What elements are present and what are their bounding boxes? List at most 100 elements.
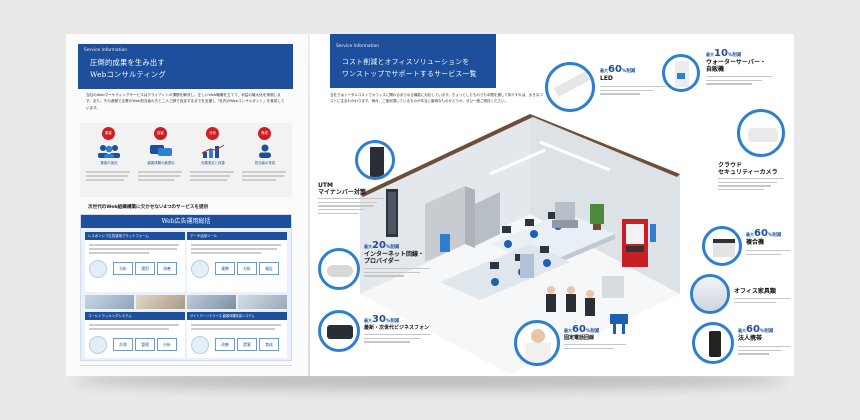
service-tag: 計測 xyxy=(113,338,133,351)
callout-saving: 最大20%削減 xyxy=(364,240,400,251)
callout-fixed-line: 最大60%削減 固定電話回線 xyxy=(564,324,634,370)
callout-title: 最新・次世代ビジネスフォン xyxy=(364,325,430,331)
service-tag: 連携 xyxy=(215,262,235,275)
page-spine xyxy=(308,34,310,376)
callout-mobile: 最大60%削減 法人携帯 xyxy=(738,324,794,372)
brochure-spread: Service Information 圧倒的成果を生み出す Webコンサルティ… xyxy=(66,34,794,376)
services-panel-title-bar: Web広告運用総括 xyxy=(81,215,291,228)
services-panel-title: Web広告運用総括 xyxy=(161,218,211,225)
callout-copier: 最大60%削減 複合機 xyxy=(746,228,794,270)
service-tag: 管理 xyxy=(135,338,155,351)
step-badge: 育成 xyxy=(258,127,271,140)
header-label: Service Information xyxy=(336,44,380,49)
callout-title: ウォーターサーバー・自販機 xyxy=(706,59,766,73)
services-panel: Web広告運用総括 レスポンシブ広告運用プラットフォーム 分析 運用 改善 デー… xyxy=(80,214,292,361)
callout-saving: 最大60%削減 xyxy=(564,324,600,335)
step-item: 分析 効果測定と改善 xyxy=(190,127,236,193)
step-item: 集客 集客の強化 xyxy=(86,127,132,193)
footnote-line xyxy=(80,365,292,366)
service-tag: 分析 xyxy=(157,338,177,351)
step-item: 育成 担当者の育成 xyxy=(242,127,288,193)
header-subtitle: ワンストップでサポートするサービス一覧 xyxy=(342,70,477,78)
copier-photo xyxy=(702,226,742,266)
section-heading: 次世代のWeb組織構築に欠かせない4つのサービスを提供 xyxy=(88,205,209,210)
right-page-header: Service Information コスト削減とオフィスソリューションを ワ… xyxy=(330,34,496,88)
service-card-title: データ活用ツール xyxy=(187,232,287,240)
service-tag: 運用 xyxy=(135,262,155,275)
water-server-photo xyxy=(662,54,700,92)
left-page: Service Information 圧倒的成果を生み出す Webコンサルティ… xyxy=(66,34,308,376)
callout-title: 複合機 xyxy=(746,239,765,246)
business-phone-photo xyxy=(318,310,360,352)
service-circle xyxy=(191,336,209,354)
callout-internet: 最大20%削減 インターネット回線・プロバイダー xyxy=(364,240,454,294)
header-subtitle: Webコンサルティング xyxy=(90,70,167,79)
callout-title: オフィス家具類 xyxy=(734,288,776,295)
service-circle xyxy=(89,336,107,354)
callout-saving: 最大60%削減 xyxy=(600,64,636,75)
header-title: 圧倒的成果を生み出す xyxy=(90,58,165,67)
callout-title: インターネット回線・プロバイダー xyxy=(364,251,425,265)
service-circle xyxy=(89,260,107,278)
service-tag: 改善 xyxy=(215,338,235,351)
service-photo xyxy=(85,295,134,309)
service-tag: 分析 xyxy=(237,262,257,275)
callout-security-camera: クラウドセキュリティーカメラ xyxy=(718,162,794,212)
security-camera-photo xyxy=(737,109,785,157)
header-label: Service Information xyxy=(84,48,128,53)
step-badge: 集客 xyxy=(102,127,115,140)
bar-chart-icon xyxy=(200,143,226,158)
right-intro-text: 当社ではトータルコストでオフィスに関わるあらゆる機能に対応しています。ちょっとし… xyxy=(330,93,543,104)
service-photo xyxy=(187,295,236,309)
step-label: 集客の強化 xyxy=(100,161,118,165)
header-title: コスト削減とオフィスソリューションを xyxy=(342,58,470,66)
service-circle xyxy=(191,260,209,278)
callout-furniture: オフィス家具類 xyxy=(734,288,794,318)
step-label: 担当者の育成 xyxy=(254,161,276,165)
office-furniture-photo xyxy=(690,274,730,314)
steps-panel: 集客 集客の強化 接客 顧客体験の最適化 分析 xyxy=(80,123,292,197)
chat-bubble-icon xyxy=(148,143,174,157)
step-label: 顧客体験の最適化 xyxy=(147,161,175,165)
service-card: サイトパーソナライズ 顧客体験改善システム 改善 提案 育成 xyxy=(187,312,287,358)
utm-server-photo xyxy=(355,140,395,180)
callout-saving: 最大60%削減 xyxy=(746,228,782,239)
service-card: レスポンシブ広告運用プラットフォーム 分析 運用 改善 xyxy=(85,232,185,292)
left-page-header: Service Information 圧倒的成果を生み出す Webコンサルティ… xyxy=(78,44,293,89)
service-tag: 改善 xyxy=(157,262,177,275)
mobile-phone-photo xyxy=(692,322,734,364)
callout-led: 最大60%削減 LED xyxy=(600,64,666,112)
step-badge: 接客 xyxy=(154,127,167,140)
service-card-title: レスポンシブ広告運用プラットフォーム xyxy=(85,232,185,240)
callout-saving: 最大10%削減 xyxy=(706,48,742,59)
led-photo xyxy=(545,62,595,112)
left-intro-text: 当社のWebマーケティングサービスはクライアントの課題を解決し、正しいWeb戦略… xyxy=(86,93,285,110)
step-item: 接客 顧客体験の最適化 xyxy=(138,127,184,193)
person-icon xyxy=(252,143,278,158)
service-tag: 提案 xyxy=(237,338,257,351)
service-card: データ活用ツール 連携 分析 報告 xyxy=(187,232,287,292)
callout-title: 法人携帯 xyxy=(738,335,763,342)
office-illustration xyxy=(340,94,730,374)
callout-water-server: 最大10%削減 ウォーターサーバー・自販機 xyxy=(706,48,792,108)
service-card: コールトラッキングシステム 計測 管理 分析 xyxy=(85,312,185,358)
right-page: Service Information コスト削減とオフィスソリューションを ワ… xyxy=(310,34,794,376)
service-card-title: コールトラッキングシステム xyxy=(85,312,185,320)
service-tag: 報告 xyxy=(259,262,279,275)
step-label: 効果測定と改善 xyxy=(201,161,225,165)
internet-photo xyxy=(318,248,360,290)
service-tag: 育成 xyxy=(259,338,279,351)
service-photo xyxy=(238,295,287,309)
users-icon xyxy=(96,143,122,158)
service-photo xyxy=(136,295,185,309)
callout-title: クラウドセキュリティーカメラ xyxy=(718,162,778,176)
callout-saving: 最大60%削減 xyxy=(738,324,774,335)
fixed-line-photo xyxy=(514,320,560,366)
callout-saving: 最大30%削減 xyxy=(364,314,400,325)
callout-business-phone: 最大30%削減 最新・次世代ビジネスフォン xyxy=(364,314,460,362)
service-card-title: サイトパーソナライズ 顧客体験改善システム xyxy=(187,312,287,320)
callout-title: 固定電話回線 xyxy=(564,335,595,341)
callout-title: LED xyxy=(600,75,613,82)
